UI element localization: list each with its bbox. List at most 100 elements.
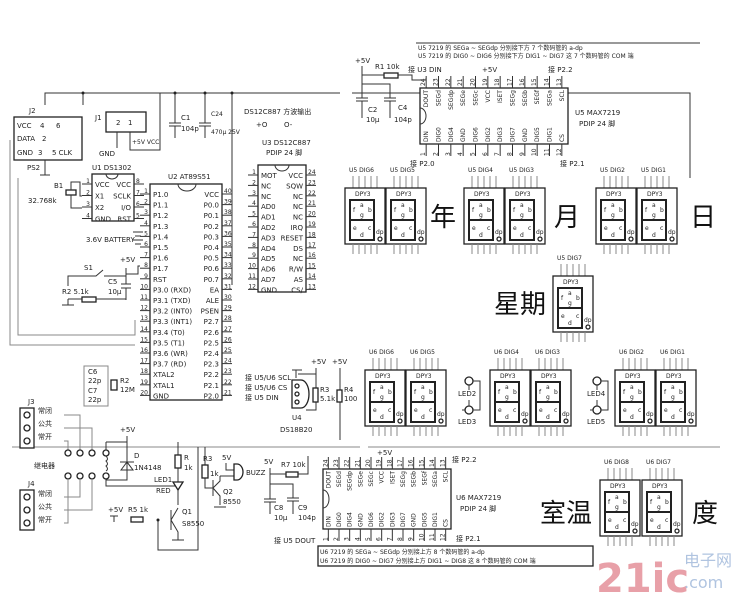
led1-q1: R 1k LED1 RED Q1 S8550 bbox=[154, 442, 204, 551]
seg-e: e bbox=[414, 407, 418, 414]
seg-d: d bbox=[401, 232, 405, 239]
pin-label: P1.4 bbox=[153, 233, 169, 241]
digit-name: DPY3 bbox=[625, 373, 641, 380]
digit-label: U5 DIG5 bbox=[390, 167, 415, 174]
seg-f: f bbox=[608, 499, 611, 506]
c5-vcc: +5V bbox=[120, 256, 135, 264]
j1-vcc: +5V VCC bbox=[132, 139, 159, 146]
seg-c: c bbox=[487, 225, 490, 232]
pin-number: 8 bbox=[507, 152, 514, 156]
c7-label: C7 bbox=[88, 387, 97, 395]
pin-number: 38 bbox=[224, 209, 232, 216]
pin-label: P0.7 bbox=[204, 276, 219, 284]
pin-label: SCL bbox=[443, 470, 450, 482]
seg-g: g bbox=[568, 300, 572, 307]
pin-label: CS bbox=[443, 519, 450, 527]
pin-number: 13 bbox=[308, 283, 316, 290]
pin-number: 14 bbox=[140, 326, 148, 333]
digit-label: U6 DIG4 bbox=[494, 349, 519, 356]
digit-label: U6 DIG8 bbox=[604, 459, 629, 466]
pin-number: 4 bbox=[252, 200, 256, 207]
pin-label: GND bbox=[95, 216, 111, 224]
seg-c: c bbox=[619, 225, 622, 232]
u4-vcc: +5V bbox=[311, 358, 326, 366]
pin-number: 6 bbox=[376, 537, 383, 541]
pin-label: NC bbox=[293, 214, 303, 222]
pin-label: P3.5 (T1) bbox=[153, 339, 185, 347]
pin-number: 3 bbox=[344, 537, 351, 541]
seg-g: g bbox=[421, 394, 425, 401]
pin-number: 33 bbox=[224, 262, 232, 269]
u6-din-note: 接 U5 DOUT bbox=[274, 536, 316, 545]
seg-dp: dp bbox=[687, 411, 695, 418]
r2-label: R2 5.1k bbox=[62, 288, 90, 296]
pin-number: 13 bbox=[140, 315, 148, 322]
digit-name: DPY3 bbox=[416, 373, 432, 380]
pin-number: 20 bbox=[140, 389, 148, 396]
pin-label: ISET bbox=[497, 90, 504, 103]
j1-pin: 1 bbox=[128, 119, 132, 127]
pin-number: 32 bbox=[224, 273, 232, 280]
seg-e: e bbox=[650, 517, 654, 524]
seg-c: c bbox=[409, 225, 412, 232]
seg-g: g bbox=[520, 212, 524, 219]
u5-label: U5 MAX7219 bbox=[575, 109, 620, 117]
seg-e: e bbox=[353, 225, 357, 232]
pin-number: 18 bbox=[140, 368, 148, 375]
pin-number: 6 bbox=[482, 152, 489, 156]
pin-number: 15 bbox=[140, 336, 148, 343]
seg-c: c bbox=[679, 407, 682, 414]
pin-number: 3 bbox=[445, 152, 452, 156]
digit-name: DPY3 bbox=[606, 191, 622, 198]
pin-label: P0.1 bbox=[204, 212, 219, 220]
pin-label: X2 bbox=[95, 204, 104, 212]
seg-d: d bbox=[652, 232, 656, 239]
pin-number: 14 bbox=[544, 78, 551, 86]
led3-label: LED3 bbox=[458, 418, 476, 426]
seg-f: f bbox=[498, 389, 501, 396]
seg-b: b bbox=[429, 389, 433, 396]
pin-label: AD0 bbox=[261, 203, 276, 211]
digit-name: DPY3 bbox=[500, 373, 516, 380]
pin-label: P3.4 (T0) bbox=[153, 329, 185, 337]
pin-number: 6 bbox=[136, 201, 140, 208]
pin-number: 23 bbox=[433, 78, 440, 86]
pin-number: 6 bbox=[252, 221, 256, 228]
j3-label: J3 bbox=[27, 398, 35, 406]
pin-label: AD7 bbox=[261, 276, 276, 284]
u3-ds12c887: U3 DS12C887 PDIP 24 脚 MOT1NC2NC3AD04AD15… bbox=[248, 139, 316, 294]
ds-out-plus: +O bbox=[256, 121, 268, 129]
pin-number: 7 bbox=[386, 537, 393, 541]
seg-g: g bbox=[380, 394, 384, 401]
pin-label: SCLK bbox=[113, 193, 131, 201]
c4-label: C4 bbox=[398, 104, 408, 112]
pin-number: 21 bbox=[354, 459, 361, 467]
seg-d: d bbox=[568, 320, 572, 327]
seg-c: c bbox=[660, 225, 663, 232]
u6-note-line1: U6 7219 的 SEGa ~ SEGdp 分别接上方 8 个数码管的 a-d… bbox=[320, 548, 485, 556]
r7-vcc: 5V bbox=[264, 458, 273, 466]
pin-label: DIG6 bbox=[473, 127, 480, 142]
seg-a: a bbox=[479, 202, 483, 209]
pin-label: P1.2 bbox=[153, 212, 168, 220]
digit-label: U5 DIG4 bbox=[468, 167, 493, 174]
diode-d: +5V D 1N4148 bbox=[106, 426, 162, 481]
watermark-dom: .com bbox=[684, 573, 723, 592]
pin-number: 10 bbox=[248, 263, 256, 270]
b1-value: 32.768k bbox=[28, 197, 57, 205]
pin-number: 16 bbox=[408, 459, 415, 467]
led1-color: RED bbox=[156, 487, 171, 495]
q1-part: S8550 bbox=[182, 520, 204, 528]
pin-number: 10 bbox=[140, 283, 148, 290]
pin-label: I/O bbox=[121, 204, 131, 212]
pin-label: AD4 bbox=[261, 245, 276, 253]
seg-g: g bbox=[360, 212, 364, 219]
seg-b: b bbox=[528, 207, 532, 214]
pin-label: RESET bbox=[281, 234, 304, 242]
digit-name: DPY3 bbox=[515, 191, 531, 198]
pin-number: 8 bbox=[397, 537, 404, 541]
seg-f: f bbox=[650, 499, 653, 506]
